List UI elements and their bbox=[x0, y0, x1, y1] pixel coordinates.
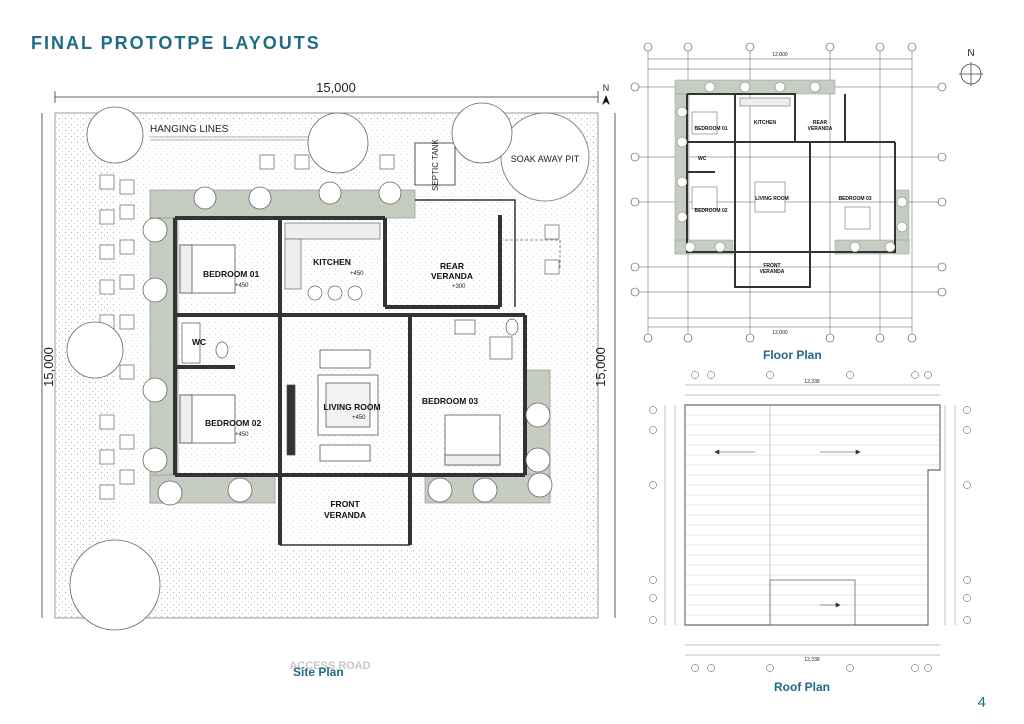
site-kitchen-level: +450 bbox=[350, 271, 364, 277]
hanging-lines-label: HANGING LINES bbox=[150, 124, 229, 135]
site-rear-veranda-label-2: VERANDA bbox=[431, 271, 473, 281]
roof-dim-top: 12,338 bbox=[804, 379, 820, 385]
site-kitchen-label: KITCHEN bbox=[313, 257, 351, 267]
soak-away-pit-label: SOAK AWAY PIT bbox=[511, 154, 580, 164]
roof-dim-bottom: 12,338 bbox=[804, 657, 820, 663]
floor-plan-caption: Floor Plan bbox=[763, 348, 822, 362]
page-number: 4 bbox=[977, 694, 986, 711]
roof-plan-caption: Roof Plan bbox=[774, 680, 830, 694]
site-dim-top: 15,000 bbox=[316, 80, 356, 95]
building-walls bbox=[173, 215, 527, 545]
site-road-label: ACCESS ROAD bbox=[289, 660, 370, 672]
roof-plan: 12,338 12,338 bbox=[649, 371, 971, 672]
floor-bedroom3-label: BEDROOM 03 bbox=[838, 196, 871, 202]
north-arrow-icon bbox=[602, 95, 610, 105]
floor-front-veranda-label-2: VERANDA bbox=[760, 269, 785, 275]
roof-sheets bbox=[685, 414, 940, 616]
site-front-veranda-label-2: VERANDA bbox=[324, 510, 366, 520]
floor-north: N bbox=[967, 48, 974, 59]
site-north: N bbox=[603, 83, 610, 93]
floor-wc-label: WC bbox=[698, 156, 707, 162]
floor-kitchen-label: KITCHEN bbox=[754, 120, 777, 126]
floor-dim-bottom: 12,000 bbox=[772, 330, 788, 336]
septic-tank-label: SEPTIC TANK bbox=[431, 138, 440, 190]
site-bedroom1-label: BEDROOM 01 bbox=[203, 269, 259, 279]
floor-dim-top: 12,000 bbox=[772, 52, 788, 58]
floor-plan: 12,000 12,000 BEDROOM 01 KITCHEN REAR VE… bbox=[630, 42, 947, 343]
site-bedroom2-label: BEDROOM 02 bbox=[205, 418, 261, 428]
site-bedroom3-label: BEDROOM 03 bbox=[422, 396, 478, 406]
site-bedroom2-level: +450 bbox=[235, 432, 249, 438]
soak-away-pit bbox=[500, 112, 590, 202]
site-rear-veranda-level: +300 bbox=[452, 284, 466, 290]
site-rear-veranda-label-1: REAR bbox=[440, 261, 464, 271]
site-bedroom1-level: +450 bbox=[235, 283, 249, 289]
floor-bedroom1-label: BEDROOM 01 bbox=[694, 126, 727, 132]
floor-living-room-label: LIVING ROOM bbox=[755, 196, 789, 202]
site-front-veranda-label-1: FRONT bbox=[330, 499, 360, 509]
site-living-room-label: LIVING ROOM bbox=[323, 402, 380, 412]
septic-tank bbox=[414, 142, 456, 186]
site-plan-caption: Site Plan bbox=[293, 665, 344, 679]
site-wc-label: WC bbox=[192, 337, 206, 347]
floor-rear-veranda-label-1: REAR bbox=[813, 120, 828, 126]
floor-rear-veranda-label-2: VERANDA bbox=[808, 126, 833, 132]
trees bbox=[66, 102, 553, 631]
site-plan: 15,000 15,000 15,000 N HANGING LINES SEP… bbox=[41, 80, 616, 672]
site-dim-right: 15,000 bbox=[593, 347, 608, 387]
slope-arrows bbox=[714, 449, 861, 608]
floor-north-symbol: N bbox=[959, 48, 983, 86]
page-title: FINAL PROTOTPE LAYOUTS bbox=[31, 33, 321, 53]
site-dim-left: 15,000 bbox=[41, 347, 56, 387]
floor-bedroom2-label: BEDROOM 02 bbox=[694, 208, 727, 214]
floor-front-veranda-label-1: FRONT bbox=[763, 263, 780, 269]
site-living-room-level: +450 bbox=[352, 415, 366, 421]
